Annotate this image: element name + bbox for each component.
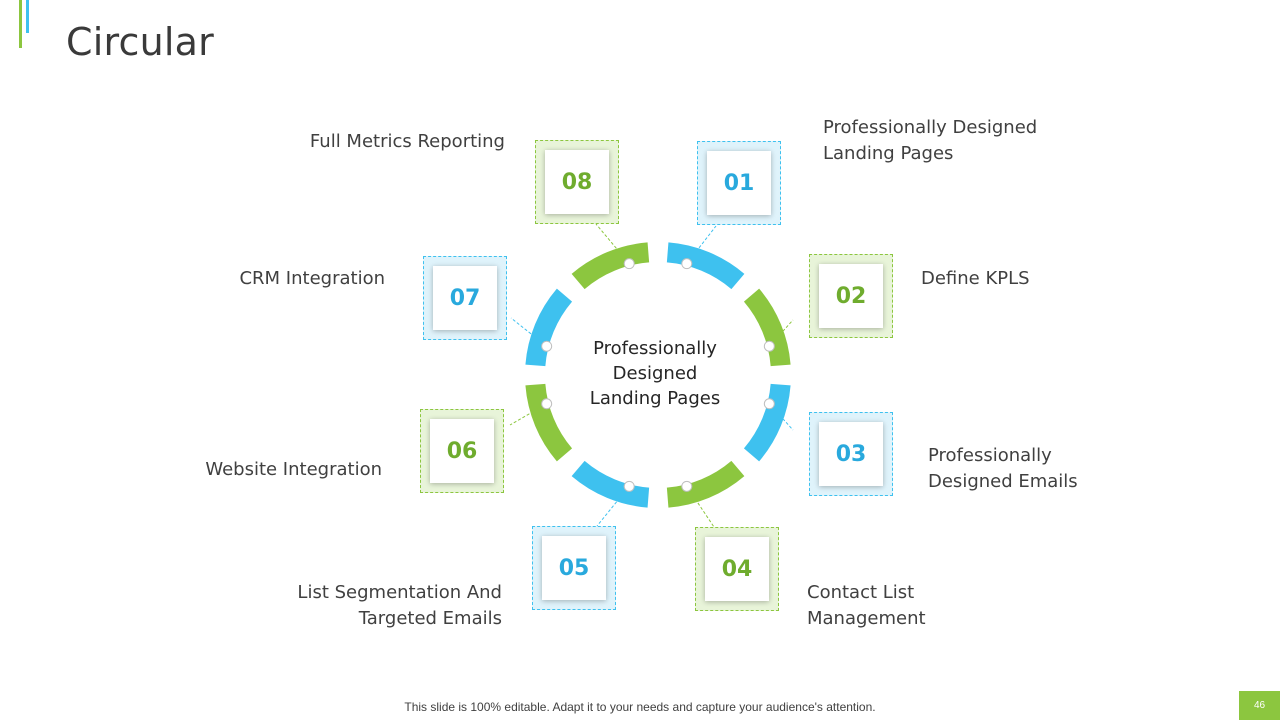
badge-07-number: 07 bbox=[433, 266, 497, 330]
label-04: Contact List Management bbox=[807, 580, 926, 632]
badge-05: 05 bbox=[532, 526, 616, 610]
label-02: Define KPLS bbox=[921, 266, 1030, 292]
connector-line-07 bbox=[510, 317, 547, 347]
badge-03: 03 bbox=[809, 412, 893, 496]
label-06: Website Integration bbox=[182, 457, 382, 483]
ring-segment-03 bbox=[743, 383, 791, 462]
ring-segment-08 bbox=[571, 242, 650, 290]
badge-02: 02 bbox=[809, 254, 893, 338]
connector-line-08 bbox=[595, 223, 630, 264]
label-05-line-1: List Segmentation And bbox=[297, 582, 502, 603]
connector-line-03 bbox=[768, 403, 794, 431]
label-01: Professionally Designed Landing Pages bbox=[823, 115, 1037, 167]
badge-05-number: 05 bbox=[542, 536, 606, 600]
connector-dot-07 bbox=[541, 340, 553, 352]
label-07-line-1: CRM Integration bbox=[239, 268, 385, 289]
title-accent-bar-blue bbox=[26, 0, 29, 33]
center-text: Professionally Designed Landing Pages bbox=[575, 336, 735, 411]
badge-04: 04 bbox=[695, 527, 779, 611]
page-title: Circular bbox=[66, 20, 214, 64]
ring-segment-01 bbox=[666, 242, 745, 290]
ring-segment-05 bbox=[571, 460, 650, 508]
label-06-line-1: Website Integration bbox=[205, 459, 382, 480]
center-text-line-1: Professionally bbox=[593, 338, 717, 359]
connector-dot-01 bbox=[681, 258, 693, 270]
connector-dot-03 bbox=[763, 398, 775, 410]
badge-01: 01 bbox=[697, 141, 781, 225]
connector-line-05 bbox=[596, 486, 630, 527]
badge-01-number: 01 bbox=[707, 151, 771, 215]
badge-03-number: 03 bbox=[819, 422, 883, 486]
badge-07: 07 bbox=[423, 256, 507, 340]
label-08: Full Metrics Reporting bbox=[285, 129, 505, 155]
ring-segment-02 bbox=[743, 288, 791, 367]
badge-06-number: 06 bbox=[430, 419, 494, 483]
page-number: 46 bbox=[1239, 691, 1280, 720]
label-01-line-1: Professionally Designed bbox=[823, 117, 1038, 138]
label-05: List Segmentation And Targeted Emails bbox=[282, 580, 502, 632]
label-03-line-2: Designed Emails bbox=[928, 471, 1078, 492]
connector-dot-05 bbox=[623, 480, 635, 492]
label-02-line-1: Define KPLS bbox=[921, 268, 1030, 289]
label-03: Professionally Designed Emails bbox=[928, 443, 1078, 495]
connector-line-04 bbox=[686, 486, 715, 528]
badge-02-number: 02 bbox=[819, 264, 883, 328]
connector-line-02 bbox=[768, 319, 794, 347]
label-01-line-2: Landing Pages bbox=[823, 143, 954, 164]
badge-04-number: 04 bbox=[705, 537, 769, 601]
connector-dot-06 bbox=[541, 398, 553, 410]
center-text-line-2: Designed bbox=[612, 363, 698, 384]
connector-line-06 bbox=[509, 403, 547, 426]
label-03-line-1: Professionally bbox=[928, 445, 1052, 466]
connector-dot-08 bbox=[623, 258, 635, 270]
center-text-line-3: Landing Pages bbox=[589, 388, 721, 409]
label-05-line-2: Targeted Emails bbox=[358, 608, 502, 629]
title-accent-bar-green bbox=[19, 0, 22, 48]
connector-dot-04 bbox=[681, 480, 693, 492]
ring-segment-04 bbox=[666, 460, 745, 508]
badge-08: 08 bbox=[535, 140, 619, 224]
footer-note: This slide is 100% editable. Adapt it to… bbox=[404, 700, 876, 714]
badge-06: 06 bbox=[420, 409, 504, 493]
label-04-line-1: Contact List bbox=[807, 582, 915, 603]
label-04-line-2: Management bbox=[807, 608, 926, 629]
badge-08-number: 08 bbox=[545, 150, 609, 214]
ring-segment-06 bbox=[525, 383, 573, 462]
connector-dot-02 bbox=[763, 340, 775, 352]
connector-line-01 bbox=[686, 225, 717, 264]
label-07: CRM Integration bbox=[205, 266, 385, 292]
label-08-line-1: Full Metrics Reporting bbox=[309, 131, 505, 152]
ring-segment-07 bbox=[525, 288, 573, 367]
